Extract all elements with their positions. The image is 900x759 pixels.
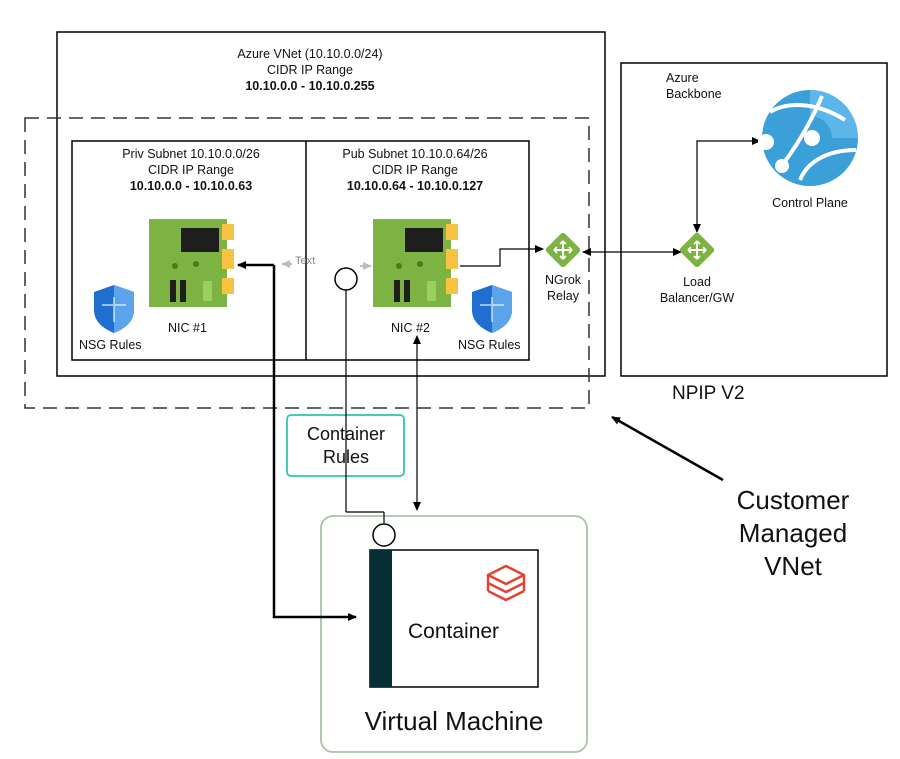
subnets-box (71, 140, 530, 361)
container-box (369, 549, 539, 688)
priv-subnet-range: 10.10.0.0 - 10.10.0.63 (129, 179, 253, 193)
ngrok-relay-label: NGrok Relay (544, 273, 582, 303)
load-balancer-icon (679, 232, 715, 268)
customer-vnet-dashed-box (24, 117, 590, 409)
pub-subnet-title: Pub Subnet 10.10.0.64/26 (342, 147, 488, 161)
control-plane-label: Control Plane (772, 196, 848, 210)
container-open-circle (372, 523, 396, 547)
nic2-to-ngrok-line (460, 245, 544, 267)
pub-subnet-range: 10.10.0.64 - 10.10.0.127 (346, 179, 484, 193)
vnet-title: Azure VNet (10.10.0.0/24) (237, 47, 383, 61)
azure-vnet-box (56, 31, 606, 377)
nsg-left-shield-icon (94, 285, 134, 333)
azure-backbone-label: Azure Backbone (666, 71, 722, 101)
customer-managed-vnet-label: Customer Managed VNet (736, 485, 850, 581)
priv-subnet-cidr-label: CIDR IP Range (148, 163, 234, 177)
ngrok-relay-icon (545, 232, 581, 268)
vnet-cidr-label: CIDR IP Range (267, 63, 353, 77)
container-label: Container (408, 620, 500, 643)
databricks-logo-icon (486, 564, 526, 602)
top-open-circle (334, 267, 358, 291)
pub-subnet-label: Pub Subnet 10.10.0.64/26 CIDR IP Range 1… (310, 146, 520, 194)
nsg-right-shield-icon (472, 285, 512, 333)
nic1-label: NIC #1 (168, 321, 207, 335)
vnet-range: 10.10.0.0 - 10.10.0.255 (245, 79, 375, 93)
lb-to-control-plane-line (693, 137, 761, 233)
nic1-card-icon (149, 219, 234, 307)
virtual-machine-label: Virtual Machine (364, 706, 544, 736)
control-plane-globe-icon (758, 90, 858, 186)
nic2-card-icon (373, 219, 458, 307)
container-rules-label: Container Rules (306, 424, 386, 467)
nic2-label: NIC #2 (391, 321, 430, 335)
nic1-to-container-line (272, 265, 357, 621)
customer-vnet-pointer-arrow (611, 415, 724, 482)
priv-subnet-label: Priv Subnet 10.10.0.0/26 CIDR IP Range 1… (88, 146, 294, 194)
load-balancer-label: Load Balancer/GW (659, 275, 735, 305)
nsg-right-label: NSG Rules (458, 338, 521, 352)
pub-subnet-cidr-label: CIDR IP Range (372, 163, 458, 177)
container-left-bar (370, 550, 392, 687)
priv-subnet-title: Priv Subnet 10.10.0.0/26 (122, 147, 260, 161)
nsg-left-label: NSG Rules (79, 338, 142, 352)
text-link-label: Text (295, 255, 316, 267)
vnet-label: Azure VNet (10.10.0.0/24) CIDR IP Range … (185, 46, 435, 94)
npip-v2-label: NPIP V2 (672, 383, 745, 404)
azure-backbone-box (620, 62, 888, 377)
